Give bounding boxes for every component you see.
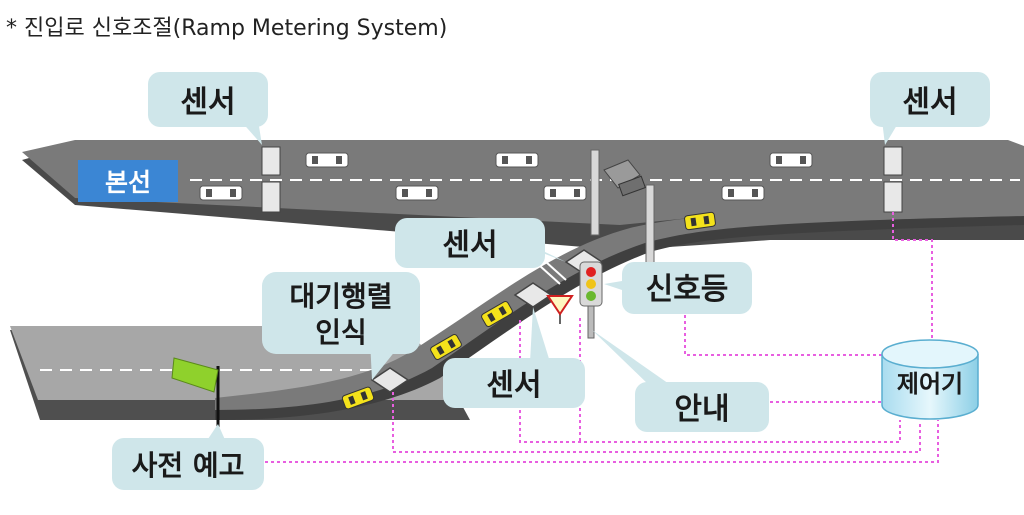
mainline-badge: 본선 xyxy=(78,160,178,202)
car xyxy=(199,185,243,201)
car xyxy=(395,185,439,201)
signal-label: 신호등 xyxy=(646,272,729,307)
sensor-ramp-lower-label: 센서 xyxy=(486,368,541,403)
callout-advance-notice: 사전 예고 xyxy=(112,424,264,490)
queue-label-line2: 인식 xyxy=(315,316,367,349)
yellow-car xyxy=(481,301,513,327)
camera-pole xyxy=(590,149,655,266)
sensor-top-left-label: 센서 xyxy=(180,85,235,120)
callout-guide: 안내 xyxy=(592,330,769,432)
mainline-label: 본선 xyxy=(105,168,151,197)
controller-label: 제어기 xyxy=(897,370,963,398)
stop-line xyxy=(539,261,567,285)
yellow-car xyxy=(430,334,462,360)
guide-label: 안내 xyxy=(674,392,729,427)
yield-sign-icon xyxy=(546,295,574,324)
advance-notice-label: 사전 예고 xyxy=(132,449,245,482)
sensor-top-right-label: 센서 xyxy=(902,85,957,120)
callout-signal: 신호등 xyxy=(604,262,752,314)
mainline-cars xyxy=(199,152,813,201)
callout-sensor-ramp-upper: 센서 xyxy=(395,218,566,268)
yellow-car xyxy=(341,386,375,410)
yellow-car xyxy=(684,211,716,231)
car xyxy=(495,152,539,168)
queue-label-line1: 대기행렬 xyxy=(289,280,392,313)
callout-queue-detection: 대기행렬 인식 xyxy=(262,272,420,380)
mainline-sensors xyxy=(261,146,903,213)
callout-sensor-ramp-lower: 센서 xyxy=(443,307,585,408)
controller-device: 제어기 xyxy=(881,339,979,420)
on-ramp xyxy=(215,206,1024,420)
flag-icon xyxy=(171,357,220,428)
diagram-title: * 진입로 신호조절(Ramp Metering System) xyxy=(6,16,448,41)
traffic-signal-icon xyxy=(579,261,603,339)
car xyxy=(721,185,765,201)
car xyxy=(543,185,587,201)
callout-sensor-top-left: 센서 xyxy=(148,72,268,145)
car xyxy=(305,152,349,168)
car xyxy=(769,152,813,168)
ramp-cars xyxy=(341,211,716,410)
callout-sensor-top-right: 센서 xyxy=(870,72,990,145)
sensor-ramp-upper-label: 센서 xyxy=(442,228,497,263)
